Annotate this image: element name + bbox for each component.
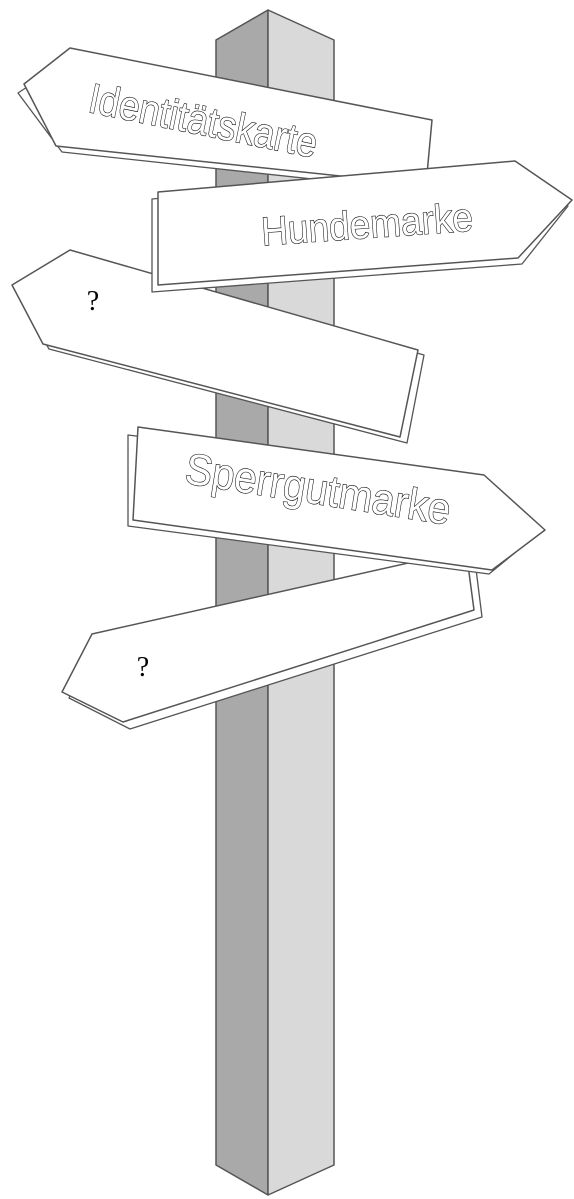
sign-5-label: ? [137,652,149,683]
sign-4: Sperrgutmarke [128,427,545,574]
sign-3-label: ? [87,286,99,317]
sign-2: Hundemarke [152,161,572,292]
